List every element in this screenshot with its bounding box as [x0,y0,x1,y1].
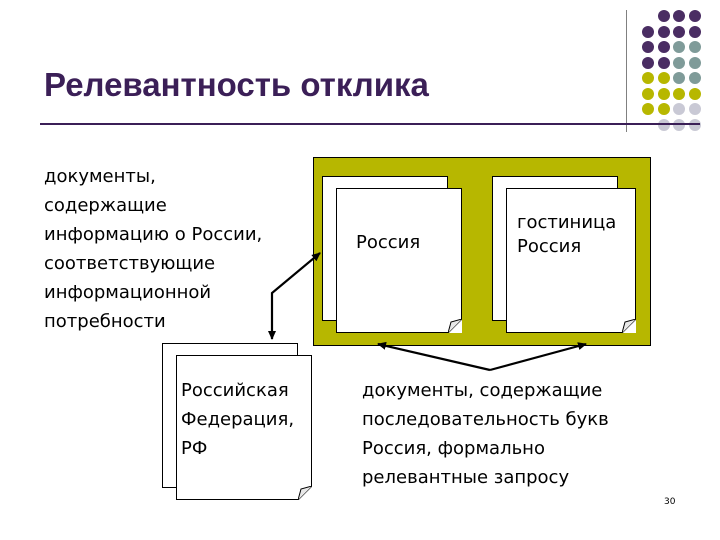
decorative-dot [657,56,670,69]
decorative-dot [688,103,701,115]
title-underline [40,123,700,125]
decorative-dot [657,41,670,53]
decorative-dot [688,41,701,53]
text-line: содержащие [44,195,167,216]
decorative-dot [657,87,670,100]
document-label-line: Российская [181,380,289,401]
decorative-dot [688,72,701,84]
text-line: потребности [44,311,166,332]
page-fold-icon [298,486,312,500]
decorative-dot [642,103,654,115]
decorative-dot [657,103,670,115]
decorative-dot [673,41,685,53]
text-line: последовательность букв [362,409,609,430]
decorative-dot [657,72,670,84]
document-label: Российская Федерация, РФ [181,376,294,463]
page-number: 30 [664,497,676,507]
decorative-dot [642,25,654,38]
text-line: информационной [44,282,212,303]
decorative-dot [688,25,701,38]
decorative-dot [642,41,654,53]
document-label-line: гостиница [517,212,617,233]
document-label-line: РФ [181,438,208,459]
text-line: соответствующие [44,253,216,274]
decorative-dot [642,87,654,100]
document-russia: Россия [336,188,462,333]
decorative-dot [657,25,670,38]
document-russian-federation: Российская Федерация, РФ [176,355,312,500]
decorative-dot [688,87,701,100]
page-fold-icon [622,319,636,333]
document-label-line: Федерация, [181,409,295,430]
vertical-divider [626,10,627,132]
arrow-left-to-federation [268,252,321,340]
text-line: документы, [44,166,156,187]
text-line: релевантные запросу [362,467,570,488]
arrow-bottom-to-hotel [489,342,587,372]
relevant-docs-description: документы, содержащие информацию о Росси… [44,162,262,336]
decorative-dot [673,10,685,22]
text-line: документы, содержащие [362,380,603,401]
decorative-dot [673,25,685,38]
arrow-bottom-to-russia [377,341,491,372]
decorative-dot [688,56,701,69]
document-label: гостиница Россия [517,211,616,259]
decorative-dot [673,103,685,115]
decorative-dot [673,56,685,69]
decorative-dot [688,10,701,22]
decorative-dot [657,10,670,22]
formally-relevant-description: документы, содержащие последовательность… [362,376,609,492]
page-fold-icon [448,319,462,333]
decorative-dot [673,87,685,100]
document-hotel-russia: гостиница Россия [506,188,636,333]
decorative-dot [642,72,654,84]
text-line: Россия, формально [362,438,545,459]
text-line: информацию о России, [44,224,263,245]
decorative-dot [673,72,685,84]
page-title: Релевантность отклика [44,66,429,103]
document-label: Россия [356,232,421,253]
decorative-dot [642,56,654,69]
document-label-line: Россия [517,236,582,257]
